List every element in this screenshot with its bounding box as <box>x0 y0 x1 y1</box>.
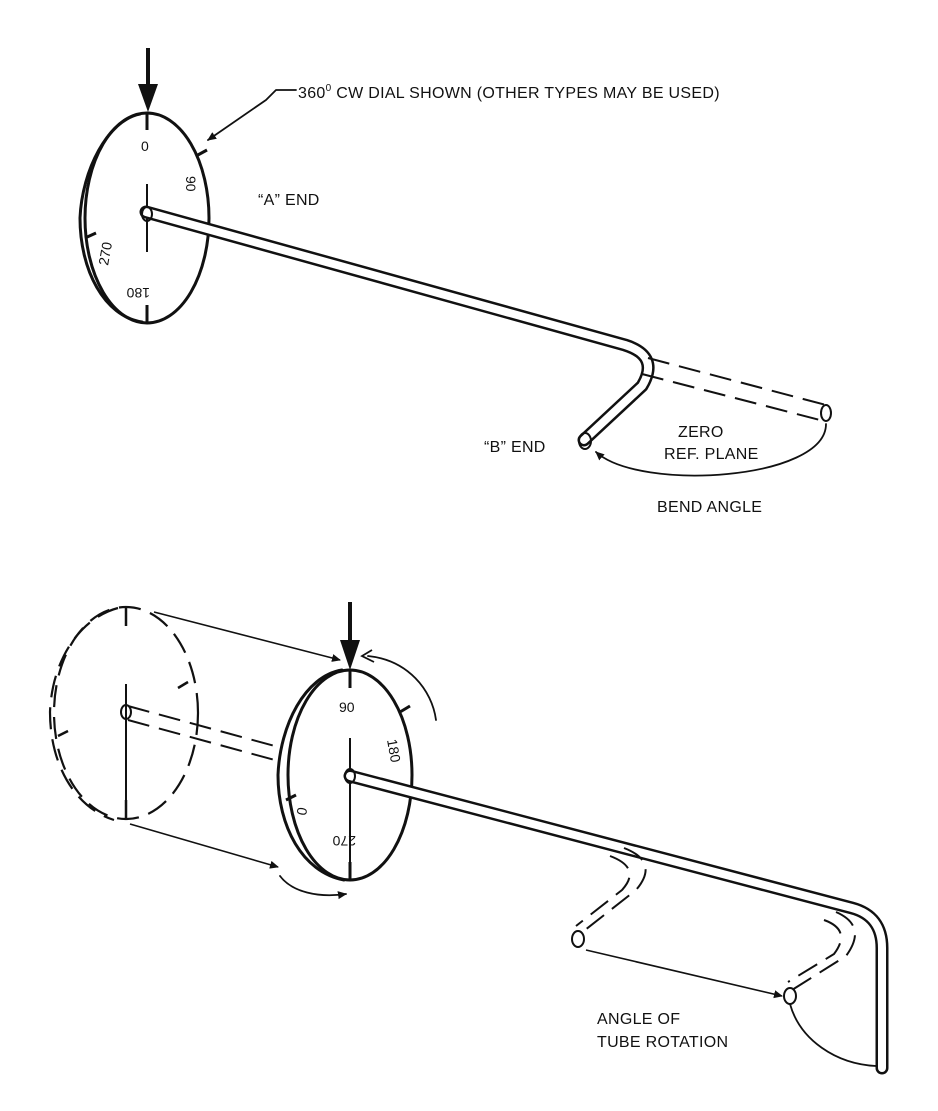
top-dial-mark-0: 0 <box>141 138 149 154</box>
dial-callout-leader <box>207 89 297 141</box>
bottom-tube <box>343 768 889 1075</box>
rotation-arc-top <box>367 655 437 721</box>
bottom-dial-mark-180: 180 <box>384 738 404 764</box>
bend-angle-arc <box>595 423 827 477</box>
dial-callout-label: 3600 CW DIAL SHOWN (OTHER TYPES MAY BE U… <box>298 83 720 102</box>
top-tube <box>139 205 655 450</box>
a-end-label: “A” END <box>258 192 320 209</box>
bottom-phantom-bend <box>571 847 647 948</box>
zero-ref-label-line2: REF. PLANE <box>664 446 759 463</box>
rotation-arc-bottom <box>279 875 347 900</box>
top-dial-mark-90: 90 <box>183 176 199 192</box>
zero-ref-label-line1: ZERO <box>678 424 724 441</box>
translate-arrow-bottom <box>129 823 279 869</box>
top-dial-mark-180: 180 <box>126 285 150 301</box>
rotation-arrow <box>585 949 783 999</box>
b-end-label: “B” END <box>484 439 546 456</box>
bottom-rotated-bend-phantom <box>783 911 856 1005</box>
bottom-dial-mark-90: 90 <box>339 699 355 715</box>
translate-arrow-top <box>153 611 341 662</box>
top-dial-mark-270: 270 <box>95 241 115 267</box>
bottom-dial: 90 180 0 270 <box>276 668 414 882</box>
bottom-dial-mark-270: 270 <box>332 833 356 849</box>
bottom-figure: 90 180 0 270 ANGLE <box>48 602 889 1075</box>
top-dial: 0 90 270 180 <box>78 111 211 325</box>
rotation-angle-arc <box>789 1003 877 1067</box>
top-zero-ref-phantom <box>641 357 832 422</box>
phantom-dial <box>48 605 200 822</box>
rotation-label-line2: TUBE ROTATION <box>597 1034 728 1051</box>
bend-angle-label: BEND ANGLE <box>657 499 762 516</box>
phantom-tube-segment <box>127 705 283 763</box>
top-indicator-arrow <box>138 48 158 112</box>
bottom-indicator-arrow <box>340 602 360 670</box>
rotation-label-line1: ANGLE OF <box>597 1011 680 1028</box>
top-figure: 0 90 270 180 3600 CW DIAL SHOWN (OTHER T… <box>78 48 832 516</box>
bottom-dial-mark-0: 0 <box>293 806 310 817</box>
